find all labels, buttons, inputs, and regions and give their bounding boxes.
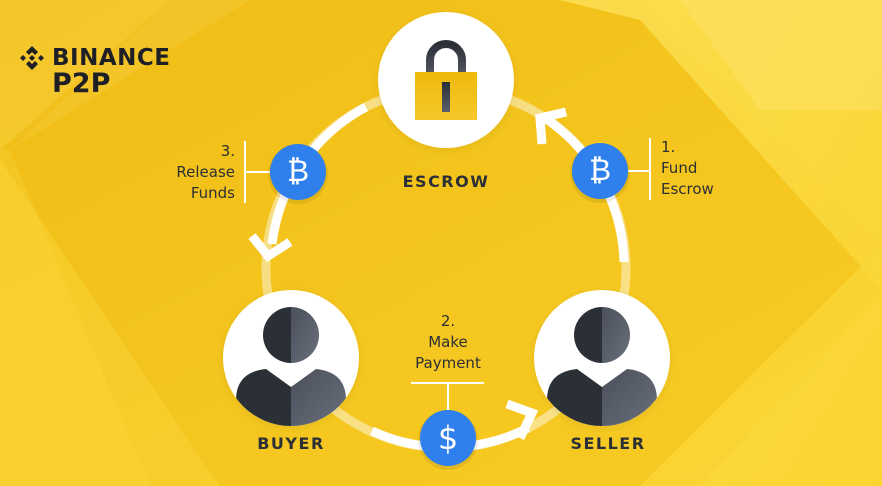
bitcoin-icon-step1 xyxy=(570,143,630,203)
padlock-icon xyxy=(415,40,477,120)
step-1-line2: Escrow xyxy=(661,180,714,198)
step-2-label: 2. Make Payment xyxy=(398,311,498,374)
binance-p2p-logo: BINANCE P2P xyxy=(18,44,170,98)
step-1-number: 1. xyxy=(661,138,676,156)
buyer-node xyxy=(217,286,365,434)
user-avatar-icon xyxy=(547,307,657,426)
step-2-line1: Make xyxy=(428,333,468,351)
step-3-line2: Funds xyxy=(190,184,235,202)
dollar-icon-step2 xyxy=(418,410,478,470)
step-3-line1: Release xyxy=(176,163,235,181)
binance-diamond-icon xyxy=(20,46,44,70)
step-3-number: 3. xyxy=(220,142,235,160)
buyer-label: BUYER xyxy=(257,434,325,453)
step-2-number: 2. xyxy=(440,312,456,330)
arrow-right-bottom xyxy=(505,399,539,440)
brand-name: BINANCE xyxy=(52,45,171,71)
bitcoin-icon-step3 xyxy=(268,144,328,204)
step-1-line1: Fund xyxy=(661,159,698,177)
bitcoin-glyph-step3: ₿ xyxy=(286,154,310,189)
step-2-line2: Payment xyxy=(415,354,481,372)
dollar-glyph-step2: $ xyxy=(437,419,459,457)
escrow-label: ESCROW xyxy=(402,172,490,191)
seller-label: SELLER xyxy=(570,434,646,453)
step-3-label: 3. Release Funds xyxy=(150,141,235,204)
escrow-node xyxy=(372,8,520,156)
bitcoin-glyph-step1: ₿ xyxy=(588,153,612,188)
seller-node xyxy=(528,286,676,434)
brand-product: P2P xyxy=(52,68,111,99)
step-1-label: 1. Fund Escrow xyxy=(661,137,714,200)
arrow-down-left xyxy=(248,233,293,262)
arrow-up-right xyxy=(535,107,568,145)
